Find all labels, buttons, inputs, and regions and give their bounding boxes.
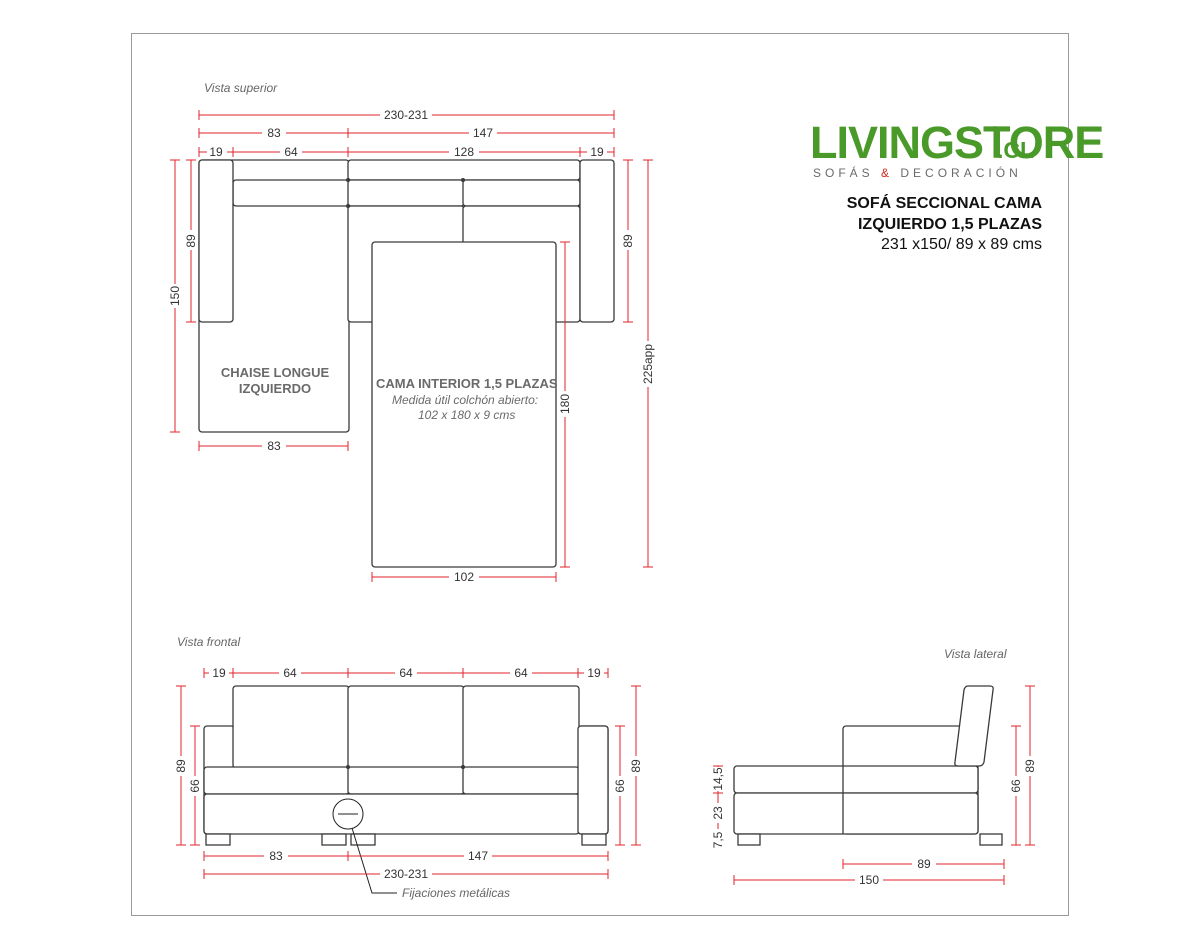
front-dim-seat1: 64 — [283, 666, 297, 680]
brand-suffix: .CL — [997, 137, 1034, 163]
main-back — [347, 159, 581, 181]
front-dim-left-arm: 19 — [212, 666, 226, 680]
front-dim-right-arm-height: 66 — [613, 779, 627, 793]
side-backrest — [954, 685, 994, 767]
side-cushion — [733, 765, 979, 794]
chaise-label-line2: IZQUIERDO — [239, 381, 311, 396]
side-view-caption: Vista lateral — [944, 647, 1007, 661]
front-seat-3 — [462, 766, 580, 795]
brand-name-living: LIVING — [810, 117, 954, 168]
top-view-caption: Vista superior — [204, 81, 278, 95]
front-dim-seat2: 64 — [399, 666, 413, 680]
front-view-drawing — [203, 685, 609, 894]
bed-note-line1: Medida útil colchón abierto: — [392, 393, 538, 407]
dim-chaise-bottom: 83 — [267, 439, 281, 453]
side-leg-2 — [979, 833, 1003, 846]
dim-total-depth: 150 — [168, 286, 182, 306]
bed-note-line2: 102 x 180 x 9 cms — [418, 408, 515, 422]
brand-logo: LIVINGSTORE ® .CL SOFÁS & DECORACIÓN — [810, 117, 1104, 180]
front-dim-seat3: 64 — [514, 666, 528, 680]
front-leg-4 — [581, 833, 607, 846]
right-arm — [579, 159, 615, 323]
chaise-left-arm — [198, 159, 234, 323]
dim-main-seat: 128 — [454, 145, 474, 159]
front-dim-right-arm: 19 — [587, 666, 601, 680]
back-cushion-1 — [232, 179, 350, 207]
front-dim-left-arm-height: 66 — [188, 779, 202, 793]
dim-open-depth: 225app — [641, 344, 655, 384]
dim-chaise-width: 83 — [267, 126, 281, 140]
svg-text:LIVINGSTORE: LIVINGSTORE — [810, 117, 1103, 168]
front-base — [203, 793, 580, 835]
dim-chaise-seat: 64 — [284, 145, 298, 159]
side-view-drawing — [733, 685, 1003, 846]
side-dim-cushion-height: 14,5 — [711, 767, 725, 791]
top-view-drawing — [198, 159, 615, 568]
side-base — [733, 792, 979, 835]
bed-label: CAMA INTERIOR 1,5 PLAZAS — [376, 376, 558, 391]
registered-mark: ® — [992, 125, 998, 134]
dim-bed-length: 180 — [558, 394, 572, 414]
front-dim-bottom-total: 230-231 — [384, 867, 428, 881]
top-view-dimension-labels: 230-231 83 147 19 64 128 19 150 89 89 22… — [168, 108, 655, 584]
product-dimensions: 231 x150/ 89 x 89 cms — [881, 236, 1042, 253]
tagline-decoracion: DECORACIÓN — [900, 165, 1021, 180]
tagline-amp: & — [881, 166, 893, 180]
dim-total-width: 230-231 — [384, 108, 428, 122]
fixings-label: Fijaciones metálicas — [402, 886, 510, 900]
side-dim-leg-height: 7,5 — [711, 831, 725, 848]
side-dim-base-height: 23 — [711, 806, 725, 820]
front-right-arm-overlay — [577, 725, 609, 835]
fixing-leader-line — [351, 827, 397, 894]
side-dim-total-depth: 150 — [859, 873, 879, 887]
fixing-detail-circle — [332, 798, 364, 830]
dim-main-width: 147 — [473, 126, 493, 140]
front-leg-2 — [321, 833, 347, 846]
back-cushion-3 — [462, 179, 581, 207]
brand-tagline: SOFÁS & DECORACIÓN — [813, 165, 1022, 180]
tagline-sofas: SOFÁS — [813, 165, 874, 180]
brand-name-store: STORE — [954, 117, 1103, 168]
front-dim-bottom-left: 83 — [269, 849, 283, 863]
front-back-1 — [232, 685, 350, 769]
side-dim-arm-height: 66 — [1009, 779, 1023, 793]
side-dim-seat-depth: 89 — [917, 857, 931, 871]
product-title-line1: SOFÁ SECCIONAL CAMA — [847, 193, 1043, 212]
front-dim-left-total-height: 89 — [174, 759, 188, 773]
dim-right-height: 89 — [621, 234, 635, 248]
product-title-line2: IZQUIERDO 1,5 PLAZAS — [858, 216, 1042, 233]
side-dim-total-height: 89 — [1023, 759, 1037, 773]
sheet-border — [131, 33, 1069, 916]
pullout-bed — [371, 241, 557, 568]
front-seat-2 — [347, 766, 465, 795]
back-cushion-2 — [347, 179, 465, 207]
chaise-label-line1: CHAISE LONGUE — [221, 365, 330, 380]
front-view-dimension-labels: 19 64 64 64 19 89 66 66 89 83 147 230-23… — [174, 666, 643, 881]
side-leg-1 — [737, 833, 761, 846]
front-back-2 — [347, 685, 465, 769]
side-view-dimension-labels: 14,5 23 7,5 66 89 89 150 — [711, 756, 1037, 887]
front-dim-right-total-height: 89 — [629, 759, 643, 773]
dim-bed-width: 102 — [454, 570, 474, 584]
dim-right-arm: 19 — [590, 145, 604, 159]
dim-left-height: 89 — [184, 234, 198, 248]
front-seat-1 — [203, 766, 350, 795]
front-back-3 — [462, 685, 580, 769]
front-dim-bottom-right: 147 — [468, 849, 488, 863]
front-leg-3 — [350, 833, 376, 846]
front-leg-1 — [205, 833, 231, 846]
front-view-caption: Vista frontal — [177, 635, 240, 649]
dim-left-arm: 19 — [209, 145, 223, 159]
